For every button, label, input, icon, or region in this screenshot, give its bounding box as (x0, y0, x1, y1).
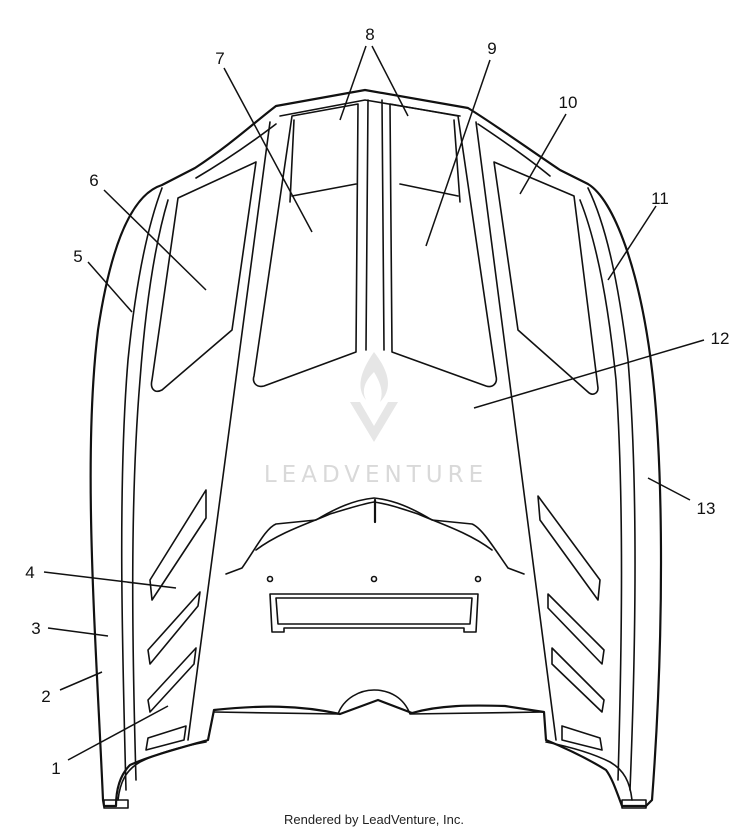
callout-8: 8 (365, 25, 374, 44)
flame-v-logo-icon (350, 352, 398, 442)
leader-3 (47, 627, 109, 637)
leader-10 (519, 113, 567, 195)
leader-9 (425, 59, 491, 247)
center-right-window (399, 119, 461, 203)
center-right-diagonal (475, 121, 557, 741)
footer-credit: Rendered by LeadVenture, Inc. (284, 812, 464, 827)
rivet-right (474, 575, 482, 583)
right-inner-edge-2 (579, 199, 623, 781)
center-spine (365, 99, 385, 351)
callout-2: 2 (41, 687, 50, 706)
hood-outer-outline (89, 88, 663, 808)
callout-3: 3 (31, 619, 40, 638)
left-vent-lower (145, 647, 197, 751)
callout-1: 1 (51, 759, 60, 778)
plate-slot (269, 593, 479, 633)
center-left-panel (252, 103, 359, 388)
callout-5: 5 (73, 247, 82, 266)
hood-body (89, 88, 663, 809)
leader-4 (43, 571, 177, 589)
callout-7: 7 (215, 49, 224, 68)
callout-9: 9 (487, 39, 496, 58)
leader-5 (87, 261, 133, 313)
left-inner-edge (120, 187, 163, 791)
watermark-logo (350, 352, 398, 442)
callout-11: 11 (651, 189, 669, 208)
right-vent-lower (551, 647, 605, 751)
left-bottom-curve (117, 741, 207, 801)
leader-1 (67, 705, 169, 761)
left-vent-upper (149, 489, 207, 601)
left-skid (103, 799, 129, 809)
leader-12 (473, 339, 705, 409)
leader-7 (223, 67, 313, 233)
bottom-center-notch (213, 689, 545, 715)
callout-6: 6 (89, 171, 98, 190)
callout-4: 4 (25, 563, 34, 582)
leader-6 (103, 189, 207, 291)
right-bottom-curve (545, 741, 633, 801)
leader-lines (43, 45, 705, 761)
right-vent-upper (537, 495, 601, 601)
center-left-diagonal (187, 121, 271, 741)
center-right-panel (389, 103, 498, 388)
callout-13: 13 (697, 499, 716, 518)
leader-2 (59, 671, 103, 691)
leader-11 (607, 205, 657, 281)
left-inner-edge-2 (131, 199, 169, 781)
plate-slot-inner (275, 597, 473, 625)
center-left-window (289, 119, 357, 203)
right-skid (621, 799, 647, 809)
callout-10: 10 (559, 93, 578, 112)
right-inner-edge (587, 187, 636, 791)
right-side-window (493, 161, 599, 395)
rivet-center (370, 575, 378, 583)
lower-center-arch (225, 497, 525, 575)
watermark-brand: LEADVENTURE (264, 462, 488, 488)
right-top-strip (477, 123, 551, 177)
leader-8b (371, 45, 409, 117)
callout-12: 12 (711, 329, 730, 348)
rivet-left (266, 575, 274, 583)
right-vent-middle (547, 593, 605, 665)
left-vent-middle (147, 591, 201, 665)
callout-labels: 1 2 3 4 5 6 7 8 9 10 11 12 13 (25, 25, 729, 778)
left-side-window (150, 161, 257, 393)
leader-8a (339, 45, 367, 121)
leader-13 (647, 477, 691, 501)
